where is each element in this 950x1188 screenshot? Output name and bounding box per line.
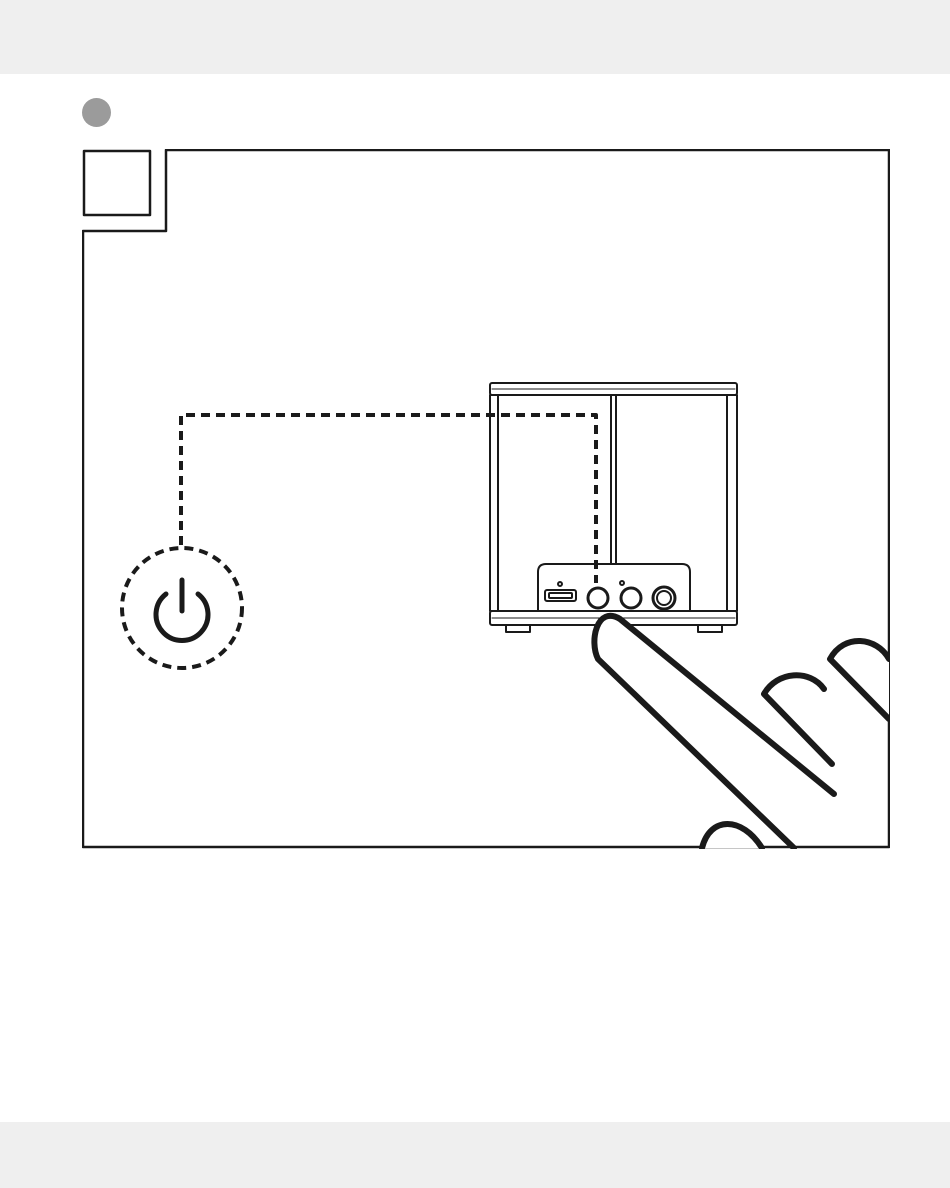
speaker-device xyxy=(490,383,737,632)
bottom-band xyxy=(0,1122,950,1188)
aux-jack xyxy=(653,587,675,609)
panel-label xyxy=(84,151,149,214)
micro-usb-port xyxy=(545,582,576,601)
volume-button xyxy=(620,581,641,608)
dashed-connector xyxy=(181,415,596,583)
top-band xyxy=(0,0,950,74)
power-button xyxy=(588,588,608,608)
instruction-figure xyxy=(82,149,890,849)
figure-svg xyxy=(82,149,890,849)
hand-finger-icon xyxy=(594,616,889,848)
power-icon xyxy=(156,580,208,640)
step-number xyxy=(82,98,111,127)
